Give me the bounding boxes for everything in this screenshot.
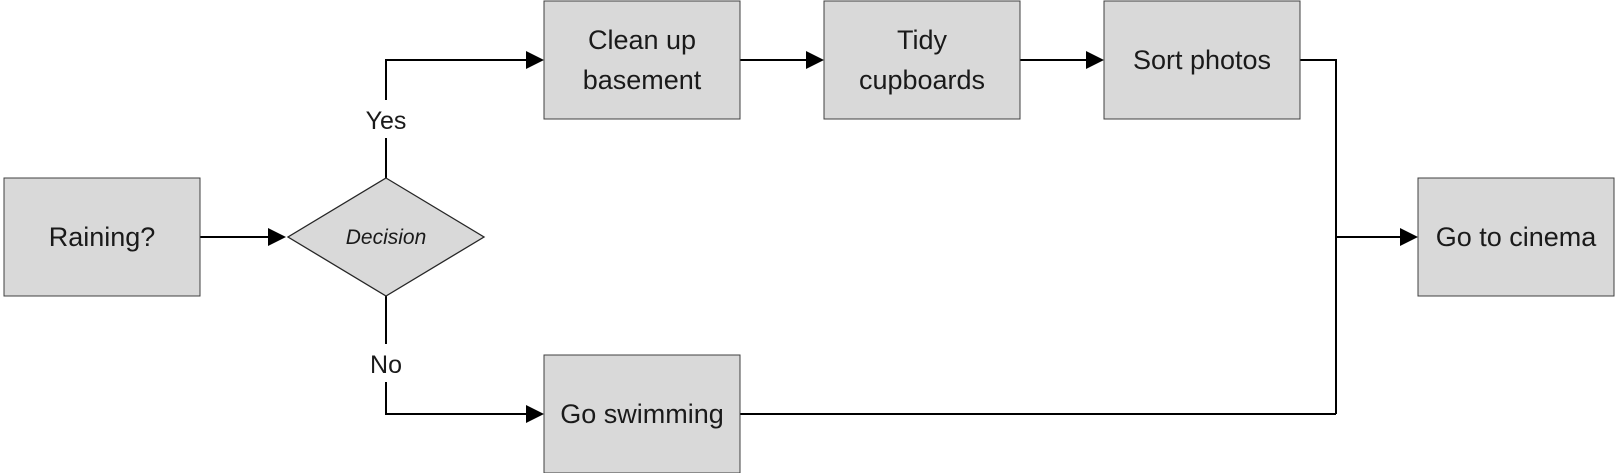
arrowhead-swimming (526, 405, 544, 423)
connector-no-branch (385, 296, 526, 415)
swimming-label: Go swimming (560, 399, 724, 429)
node-raining: Raining? (3, 177, 201, 297)
yes-label: Yes (366, 107, 407, 135)
connector-photos-to-merge (1300, 59, 1337, 414)
arrowhead-cinema (1400, 228, 1418, 246)
arrowhead-decision (268, 228, 286, 246)
basement-label-line1: Clean up (588, 25, 696, 55)
no-label: No (370, 351, 402, 379)
cupboards-label-line1: Tidy (897, 25, 948, 55)
node-cinema: Go to cinema (1417, 177, 1615, 297)
edge-label-no: No (362, 344, 410, 382)
cupboards-label-line2: cupboards (859, 65, 985, 95)
connector-yes-branch (385, 59, 526, 178)
arrowhead-basement (526, 51, 544, 69)
basement-label-line2: basement (583, 65, 702, 95)
arrowhead-cupboards (806, 51, 824, 69)
node-cupboards: Tidy cupboards (823, 0, 1021, 120)
node-decision: Decision (286, 177, 486, 297)
node-photos: Sort photos (1103, 0, 1301, 120)
raining-label: Raining? (49, 222, 156, 252)
node-swimming: Go swimming (543, 354, 741, 473)
cinema-label: Go to cinema (1436, 222, 1598, 252)
photos-label: Sort photos (1133, 45, 1271, 75)
connectors (200, 51, 1418, 423)
arrowhead-photos (1086, 51, 1104, 69)
decision-label: Decision (346, 226, 427, 249)
edge-label-yes: Yes (358, 100, 414, 138)
node-basement: Clean up basement (543, 0, 741, 120)
